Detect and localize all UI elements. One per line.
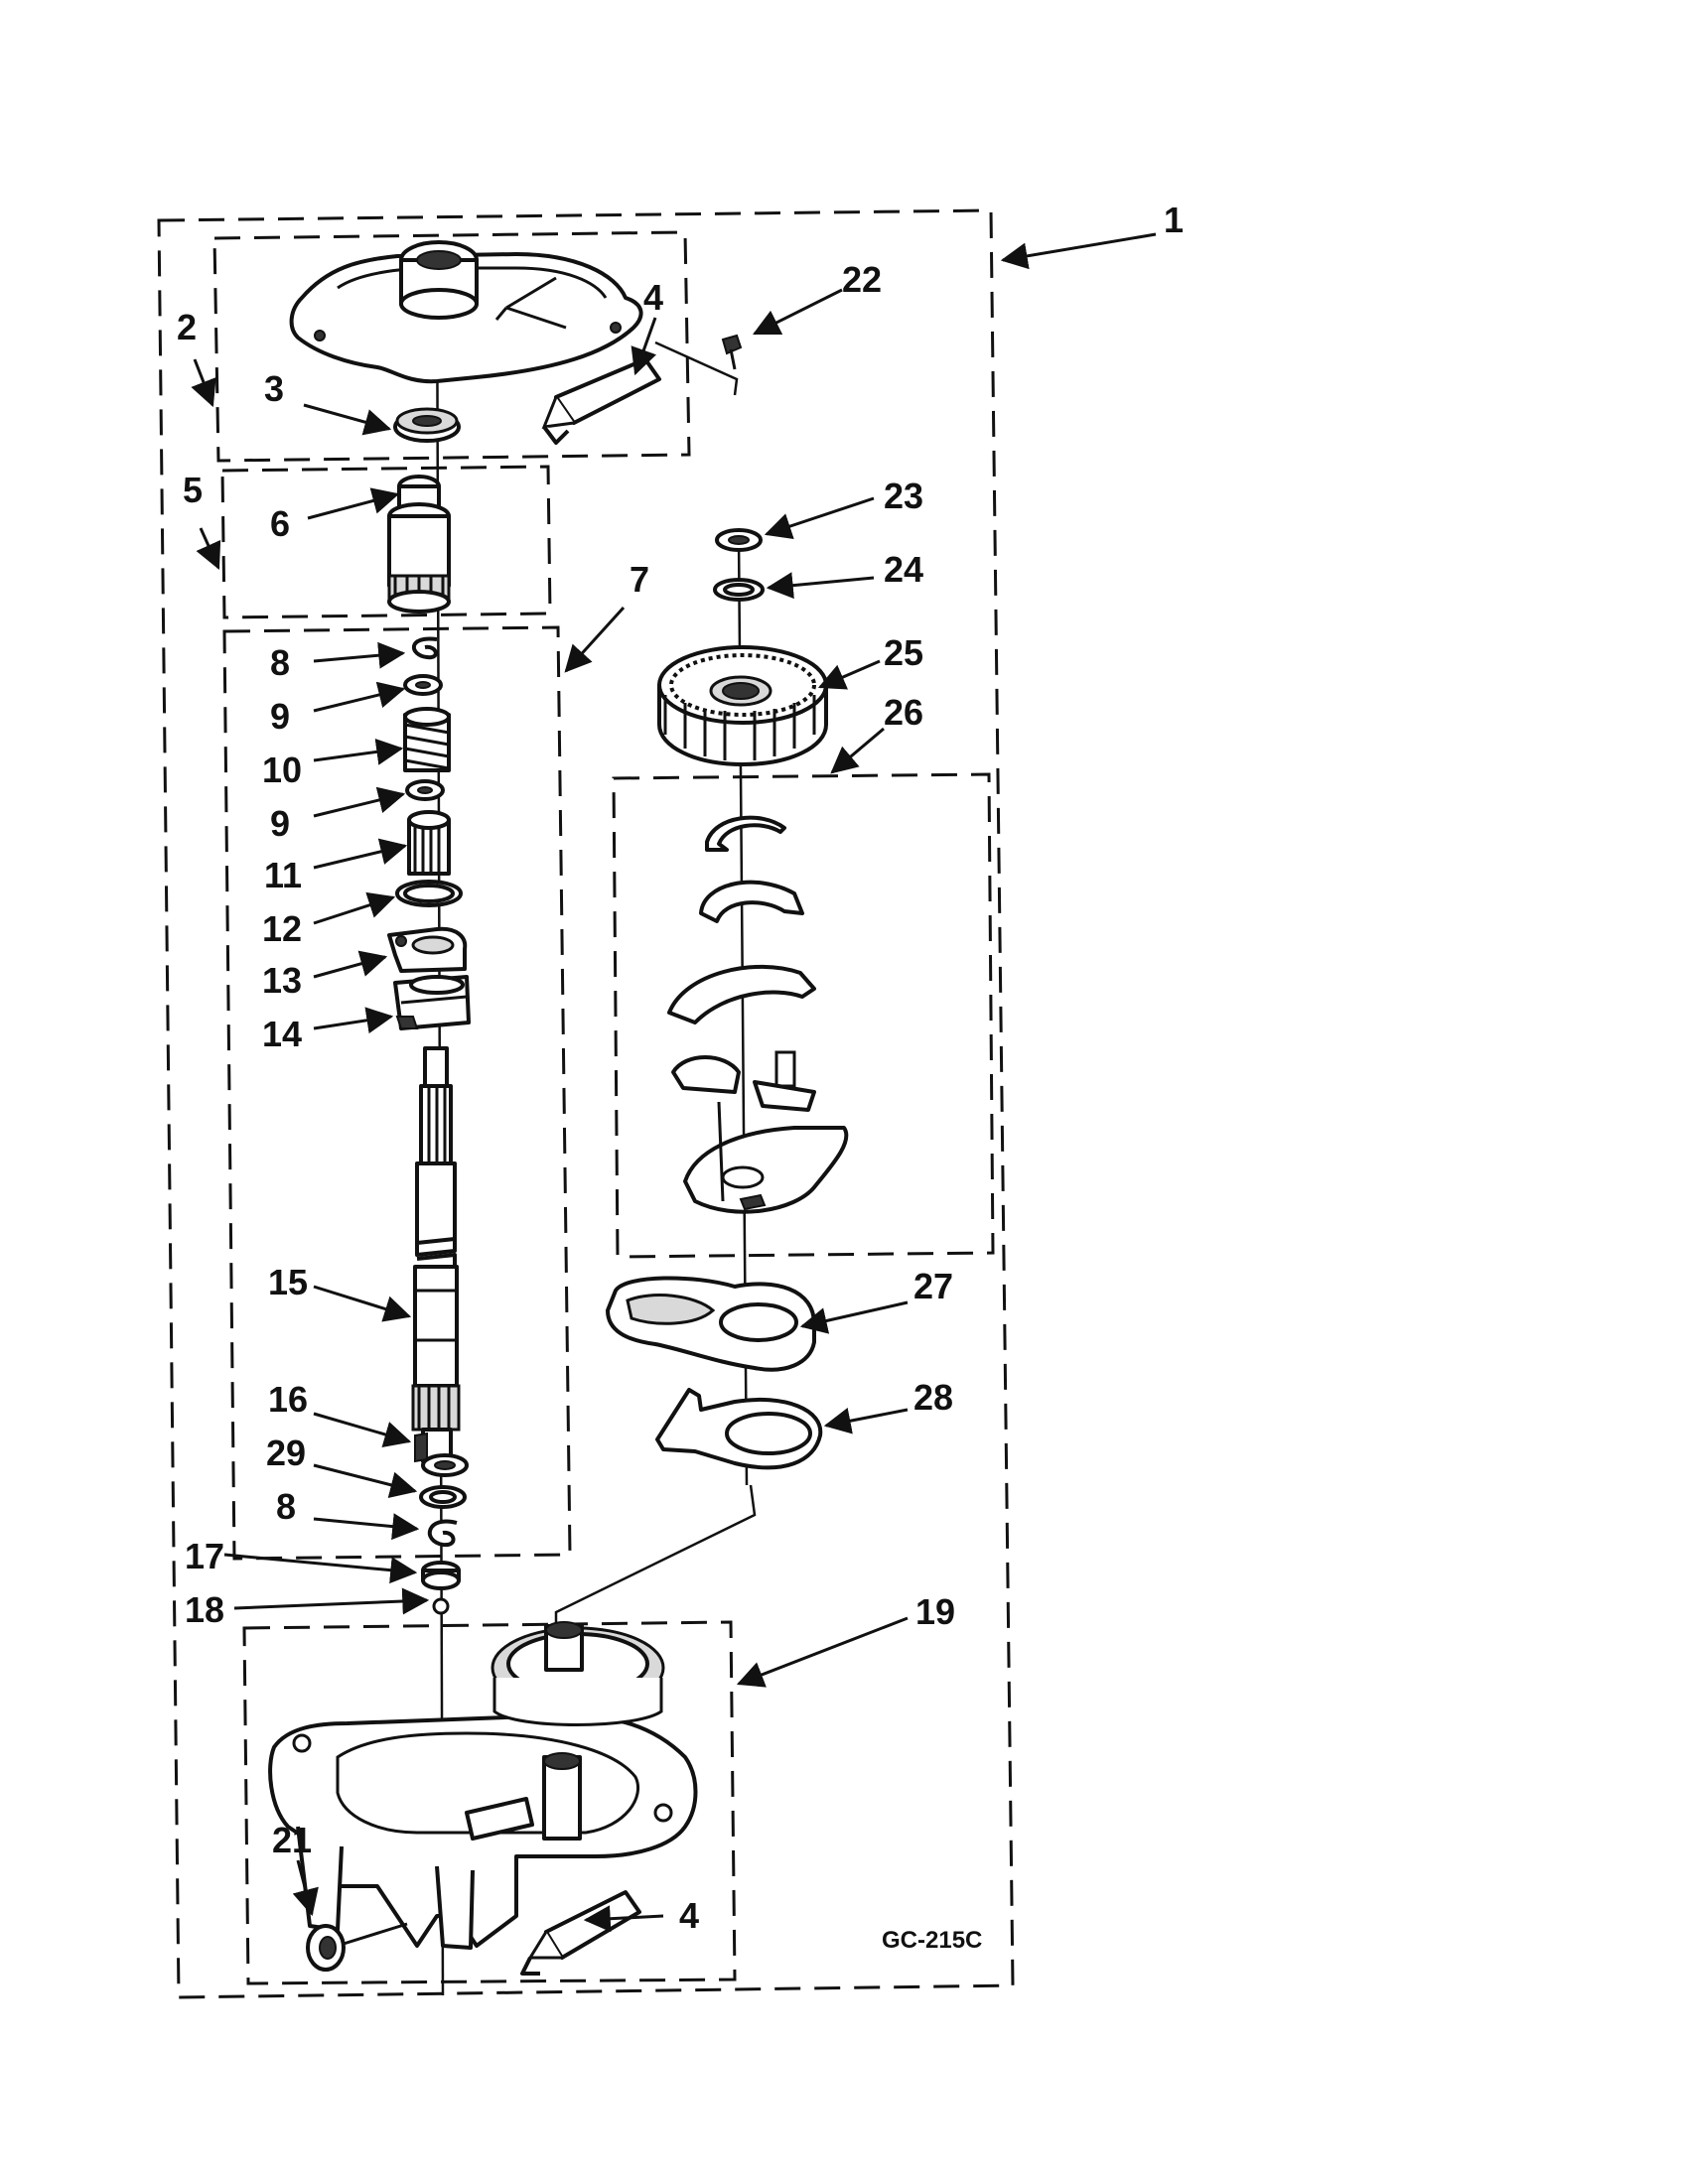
shift-fork-28 bbox=[655, 1388, 823, 1470]
ball-18 bbox=[432, 1597, 450, 1615]
leader-25 bbox=[817, 659, 881, 690]
leader-12 bbox=[313, 891, 396, 925]
leader-2 bbox=[191, 358, 216, 408]
ring-23 bbox=[715, 528, 763, 552]
gearcase-cover bbox=[289, 240, 643, 384]
spring-10 bbox=[403, 707, 451, 772]
callout-1: 1 bbox=[1164, 200, 1184, 240]
leader-7 bbox=[564, 606, 626, 673]
seal-part-3 bbox=[393, 407, 461, 443]
gearcase-body-19 bbox=[268, 1621, 698, 1950]
grease-tube-bottom bbox=[520, 1890, 641, 1976]
retaining-ring-8-top bbox=[411, 636, 438, 660]
part-16 bbox=[414, 1432, 469, 1477]
group-box-5 bbox=[220, 465, 552, 619]
leader-18 bbox=[233, 1587, 430, 1615]
callout-12: 12 bbox=[262, 908, 302, 949]
leader-11 bbox=[313, 838, 408, 870]
leader-3 bbox=[303, 403, 392, 436]
leader-19 bbox=[736, 1616, 909, 1688]
callout-13: 13 bbox=[262, 960, 302, 1001]
callout-27: 27 bbox=[913, 1266, 953, 1306]
leader-21 bbox=[292, 1859, 319, 1917]
retaining-ring-8-bottom bbox=[427, 1519, 458, 1548]
washer-24 bbox=[713, 578, 765, 602]
leader-4-top bbox=[631, 317, 657, 376]
leader-29 bbox=[313, 1463, 418, 1498]
group-box-7 bbox=[222, 625, 572, 1561]
callout-15: 15 bbox=[268, 1262, 308, 1302]
callout-7: 7 bbox=[630, 559, 649, 600]
leader-8-top bbox=[313, 641, 406, 669]
callout-6: 6 bbox=[270, 503, 290, 544]
leader-10 bbox=[313, 738, 404, 765]
clutch-part-14 bbox=[393, 975, 471, 1030]
agitator-shaft-15 bbox=[411, 1046, 461, 1463]
leader-13 bbox=[313, 950, 388, 979]
leader-8-bottom bbox=[313, 1513, 420, 1541]
callout-4-bottom: 4 bbox=[679, 1895, 699, 1936]
leader-1 bbox=[1000, 232, 1157, 270]
callout-2: 2 bbox=[177, 307, 197, 347]
callout-11: 11 bbox=[264, 855, 302, 895]
callout-22: 22 bbox=[842, 259, 882, 300]
grease-tube-top bbox=[541, 357, 661, 445]
leader-9-bottom bbox=[313, 786, 406, 818]
callout-24: 24 bbox=[884, 549, 923, 590]
callout-3: 3 bbox=[264, 368, 284, 409]
washer-29 bbox=[419, 1485, 467, 1509]
group-box-26 bbox=[612, 772, 995, 1259]
leader-14 bbox=[313, 1007, 394, 1034]
washer-9-bottom bbox=[405, 779, 445, 801]
leader-4-bottom bbox=[583, 1905, 664, 1933]
drawing-code: GC-215C bbox=[882, 1927, 982, 1954]
leader-5 bbox=[196, 527, 221, 571]
callout-10: 10 bbox=[262, 750, 302, 790]
callout-16: 16 bbox=[268, 1379, 308, 1420]
clutch-part-13 bbox=[387, 926, 468, 973]
leader-26 bbox=[830, 727, 885, 774]
large-gear-25 bbox=[657, 645, 828, 766]
leader-17 bbox=[223, 1553, 418, 1584]
callout-9-bottom: 9 bbox=[270, 803, 290, 844]
ring-12 bbox=[395, 880, 463, 907]
callout-14: 14 bbox=[262, 1014, 302, 1054]
leader-9-top bbox=[313, 681, 406, 713]
leader-28 bbox=[823, 1408, 909, 1434]
callout-18: 18 bbox=[185, 1589, 224, 1630]
callout-28: 28 bbox=[913, 1377, 953, 1418]
washer-9-top bbox=[403, 674, 443, 696]
callout-19: 19 bbox=[915, 1591, 955, 1632]
connection-line-22 bbox=[654, 341, 739, 396]
leader-16 bbox=[313, 1412, 412, 1448]
brake-assembly-26 bbox=[667, 815, 849, 1214]
leader-27 bbox=[799, 1300, 909, 1334]
callout-8-bottom: 8 bbox=[276, 1486, 296, 1527]
callout-5: 5 bbox=[183, 470, 203, 510]
group-box-2 bbox=[212, 230, 691, 463]
callout-17: 17 bbox=[185, 1536, 224, 1576]
drive-pinion-part-6 bbox=[387, 475, 451, 614]
callout-29: 29 bbox=[266, 1433, 306, 1473]
leader-15 bbox=[313, 1285, 412, 1322]
bearing-17 bbox=[421, 1561, 461, 1590]
shift-lever-27 bbox=[606, 1276, 816, 1372]
leader-23 bbox=[764, 496, 875, 539]
callout-23: 23 bbox=[884, 476, 923, 516]
leader-6 bbox=[307, 487, 400, 520]
callout-21: 21 bbox=[272, 1820, 312, 1860]
seal-21 bbox=[306, 1922, 408, 1972]
callout-25: 25 bbox=[884, 632, 923, 673]
gear-pinion-11 bbox=[407, 810, 451, 876]
screw-part-22 bbox=[721, 334, 743, 370]
group-box-1 bbox=[157, 208, 1015, 1999]
callout-4-top: 4 bbox=[643, 277, 663, 318]
leader-24 bbox=[766, 572, 875, 600]
leader-22 bbox=[752, 288, 843, 336]
callout-8-top: 8 bbox=[270, 642, 290, 683]
callout-9-top: 9 bbox=[270, 696, 290, 737]
callout-26: 26 bbox=[884, 692, 923, 733]
